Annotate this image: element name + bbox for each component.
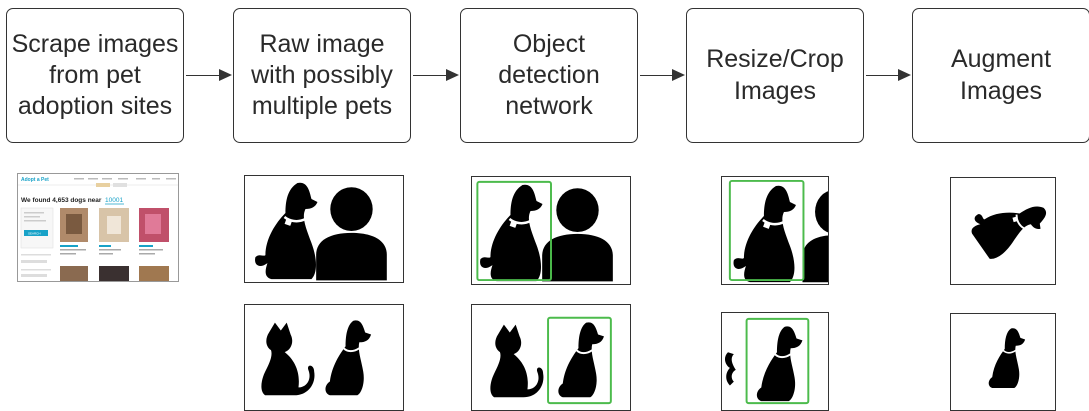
- site-search-button: SEARCH: [28, 232, 41, 236]
- cat-silhouette: [261, 322, 315, 396]
- person-silhouette: [316, 187, 387, 281]
- detection-box: [476, 180, 552, 282]
- dog-silhouette: [253, 181, 319, 281]
- step-resize-label: Resize/Crop Images: [706, 45, 844, 105]
- augmented-image-scaled: [950, 313, 1056, 411]
- step-augment-label: Augment Images: [950, 45, 1052, 105]
- dog-silhouette: [478, 183, 544, 283]
- scaled-dog-silhouette: [987, 327, 1026, 389]
- arrow-3: [640, 69, 685, 81]
- step-resize-crop: Resize/Crop Images: [686, 8, 864, 143]
- dog-silhouette: [755, 325, 804, 403]
- cropped-image-dog-small: [721, 312, 829, 411]
- cat-silhouette: [490, 324, 544, 398]
- detection-image-cat-dog: [471, 304, 631, 411]
- step-detection-label: Object detection network: [498, 29, 600, 121]
- detection-image-dog-person: [471, 176, 631, 285]
- cat-tail-fragment: [724, 352, 736, 386]
- detection-box: [547, 316, 612, 405]
- raw-image-dog-person: [244, 175, 404, 283]
- person-silhouette: [542, 188, 613, 282]
- step-raw-image-label: Raw image with possibly multiple pets: [251, 29, 393, 121]
- site-zip: 10001: [105, 197, 123, 204]
- rotated-dog-silhouette: [963, 180, 1054, 264]
- crop-box: [728, 179, 805, 282]
- cropped-image-dog: [721, 176, 829, 285]
- step-scrape-images: Scrape images from pet adoption sites: [6, 8, 184, 143]
- step-augment: Augment Images: [912, 8, 1089, 143]
- site-headline: We found 4,653 dogs near: [21, 197, 102, 204]
- raw-image-cat-dog: [244, 304, 404, 411]
- site-logo: Adopt a Pet: [21, 177, 49, 183]
- step-raw-image: Raw image with possibly multiple pets: [233, 8, 411, 143]
- arrow-4: [866, 69, 911, 81]
- augmented-image-rotated: [950, 177, 1056, 285]
- adoption-site-screenshot: Adopt a Pet We found 4,653 dogs near 100…: [17, 173, 179, 282]
- arrow-1: [186, 69, 232, 81]
- dog-silhouette: [324, 319, 373, 397]
- arrow-2: [413, 69, 459, 81]
- dog-silhouette: [557, 321, 605, 399]
- crop-box: [745, 317, 810, 405]
- step-scrape-label: Scrape images from pet adoption sites: [11, 29, 179, 121]
- step-object-detection: Object detection network: [460, 8, 638, 143]
- person-silhouette: [802, 190, 828, 283]
- dog-silhouette: [732, 184, 798, 284]
